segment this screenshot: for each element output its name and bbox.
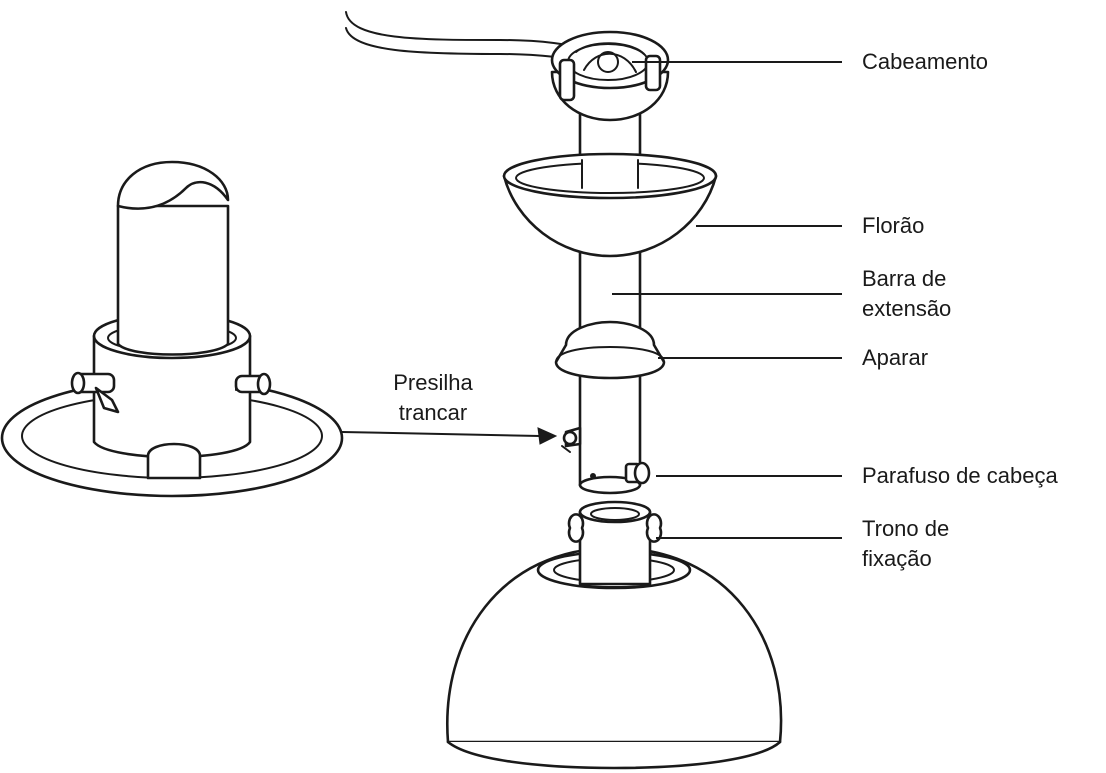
- head-screw: [624, 461, 651, 485]
- label-parafuso-de-cabeca: Parafuso de cabeça: [862, 463, 1058, 488]
- label-presilha-trancar: Presilha trancar: [393, 370, 473, 425]
- arrow-head-presilha: [537, 427, 558, 445]
- lock-clip: [561, 426, 582, 453]
- trim-aparar: [554, 320, 666, 380]
- label-aparar: Aparar: [862, 345, 929, 370]
- leader-presilha: [341, 431, 541, 437]
- detail-throne-closeup: [0, 160, 344, 498]
- canopy-florao: [502, 152, 718, 258]
- label-barra-de-extensao: Barra de extensão: [862, 266, 952, 321]
- label-trono-de-fixacao: Trono de fixação: [862, 516, 950, 571]
- mounting-throne: [567, 500, 663, 588]
- leader-lines: [341, 61, 842, 539]
- label-florao: Florão: [862, 213, 925, 238]
- label-cabeamento: Cabeamento: [862, 49, 988, 74]
- hanger-ball: [550, 30, 670, 122]
